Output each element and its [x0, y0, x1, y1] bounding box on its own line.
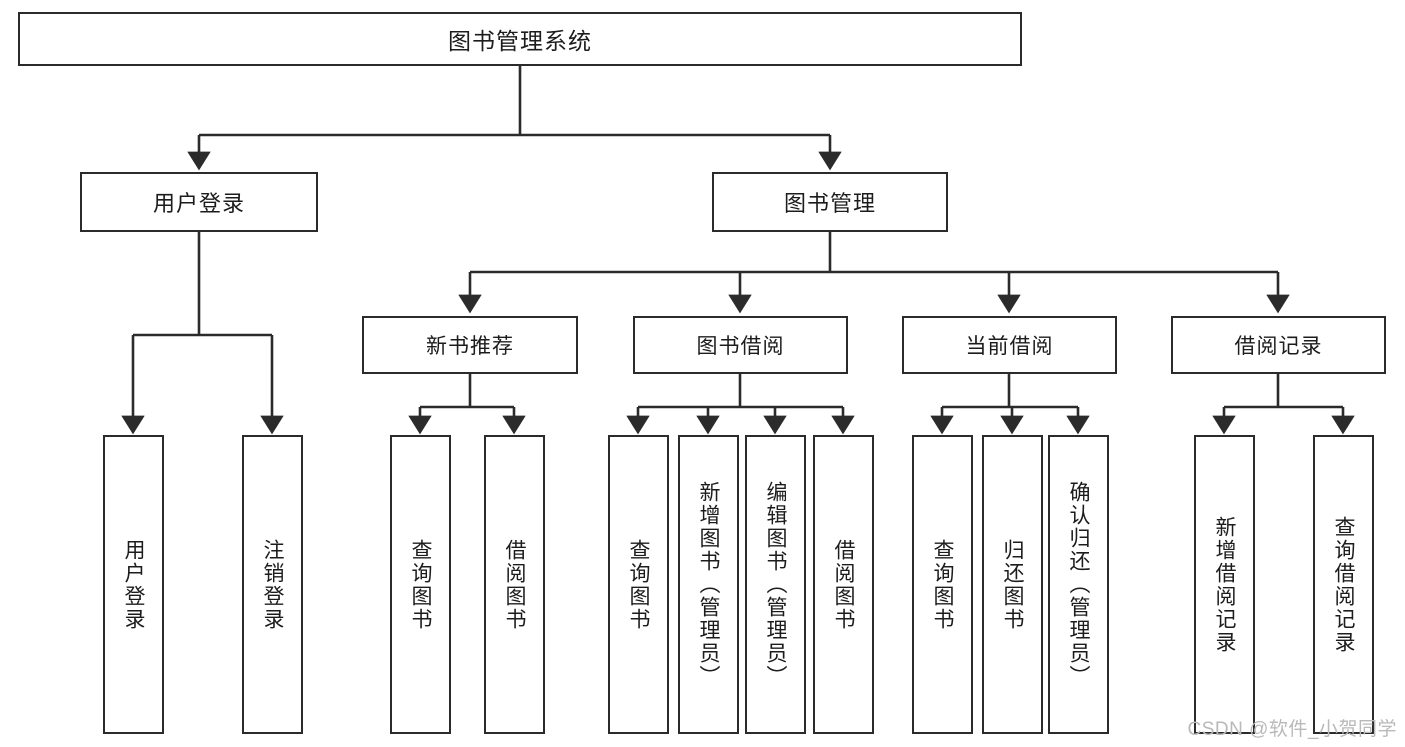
- leaf-query-record[interactable]: 查询借阅记录: [1313, 435, 1374, 734]
- leaf-borrow-book-1[interactable]: 借阅图书: [484, 435, 545, 734]
- leaf-add-record-label: 新增借阅记录: [1213, 515, 1236, 654]
- node-new-book-recommend-label: 新书推荐: [426, 335, 514, 358]
- node-book-manage-label: 图书管理: [783, 191, 876, 216]
- leaf-query-book-1[interactable]: 查询图书: [390, 435, 451, 734]
- leaf-query-book-2-label: 查询图书: [627, 538, 650, 631]
- node-user-login-label: 用户登录: [152, 191, 245, 216]
- leaf-borrow-book-1-label: 借阅图书: [503, 538, 526, 631]
- leaf-confirm-return-label: 确认归还（管理员）: [1067, 481, 1090, 688]
- node-book-borrow-label: 图书借阅: [696, 335, 785, 358]
- leaf-logout-label: 注销登录: [261, 538, 284, 631]
- leaf-login-label: 用户登录: [122, 538, 145, 631]
- leaf-edit-book[interactable]: 编辑图书（管理员）: [745, 435, 806, 734]
- leaf-add-record[interactable]: 新增借阅记录: [1194, 435, 1255, 734]
- leaf-borrow-book-2[interactable]: 借阅图书: [813, 435, 874, 734]
- watermark-text: CSDN @软件_小贺同学: [1187, 719, 1397, 740]
- leaf-query-book-3-label: 查询图书: [931, 538, 954, 631]
- leaf-logout[interactable]: 注销登录: [242, 435, 303, 734]
- leaf-query-book-1-label: 查询图书: [409, 538, 432, 631]
- leaf-add-book-label: 新增图书（管理员）: [697, 481, 720, 688]
- leaf-return-book-label: 归还图书: [1001, 538, 1024, 631]
- leaf-edit-book-label: 编辑图书（管理员）: [764, 481, 787, 688]
- node-borrow-record[interactable]: 借阅记录: [1171, 316, 1386, 374]
- node-current-borrow[interactable]: 当前借阅: [902, 316, 1117, 374]
- node-borrow-record-label: 借阅记录: [1234, 335, 1323, 358]
- leaf-add-book[interactable]: 新增图书（管理员）: [678, 435, 739, 734]
- node-book-borrow[interactable]: 图书借阅: [633, 316, 848, 374]
- node-root[interactable]: 图书管理系统: [18, 12, 1022, 66]
- leaf-query-book-3[interactable]: 查询图书: [912, 435, 973, 734]
- node-current-borrow-label: 当前借阅: [965, 335, 1054, 358]
- leaf-confirm-return[interactable]: 确认归还（管理员）: [1048, 435, 1109, 734]
- leaf-borrow-book-2-label: 借阅图书: [832, 538, 855, 631]
- node-user-login[interactable]: 用户登录: [80, 172, 318, 232]
- node-new-book-recommend[interactable]: 新书推荐: [362, 316, 578, 374]
- node-root-label: 图书管理系统: [448, 28, 592, 54]
- leaf-login[interactable]: 用户登录: [103, 435, 164, 734]
- leaf-return-book[interactable]: 归还图书: [982, 435, 1043, 734]
- node-book-manage[interactable]: 图书管理: [712, 172, 948, 232]
- leaf-query-book-2[interactable]: 查询图书: [608, 435, 669, 734]
- leaf-query-record-label: 查询借阅记录: [1332, 515, 1355, 654]
